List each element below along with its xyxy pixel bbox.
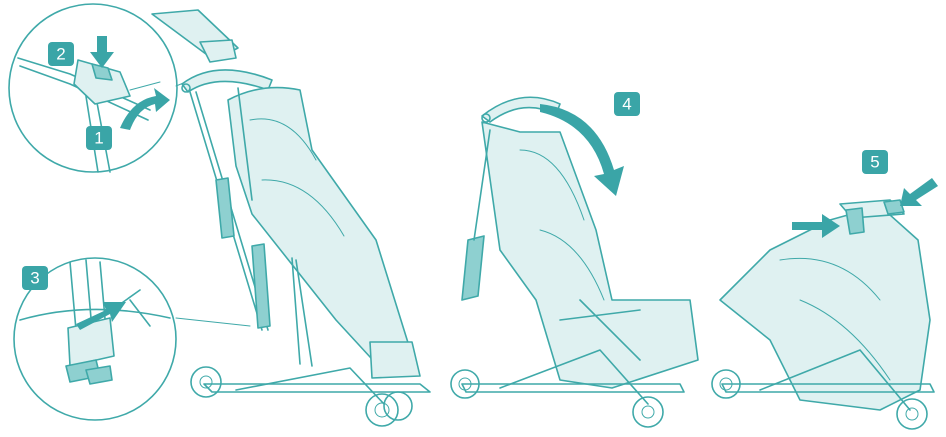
stroller-folded xyxy=(711,178,938,430)
step-badge-4: 4 xyxy=(614,92,640,116)
step-badge-2: 2 xyxy=(48,42,74,66)
detail-circle-foot-pedal xyxy=(13,257,251,421)
step-label-5: 5 xyxy=(870,153,879,172)
stroller-folding xyxy=(450,96,699,428)
step-label-3: 3 xyxy=(30,269,39,288)
detail-circle-release-button xyxy=(8,3,187,173)
step-badge-1: 1 xyxy=(86,126,112,150)
step-label-2: 2 xyxy=(56,45,65,64)
stroller-upright xyxy=(151,9,431,427)
step-label-1: 1 xyxy=(94,129,103,148)
step-badge-3: 3 xyxy=(22,266,48,290)
step-label-4: 4 xyxy=(622,95,631,114)
step-badge-5: 5 xyxy=(862,150,888,174)
